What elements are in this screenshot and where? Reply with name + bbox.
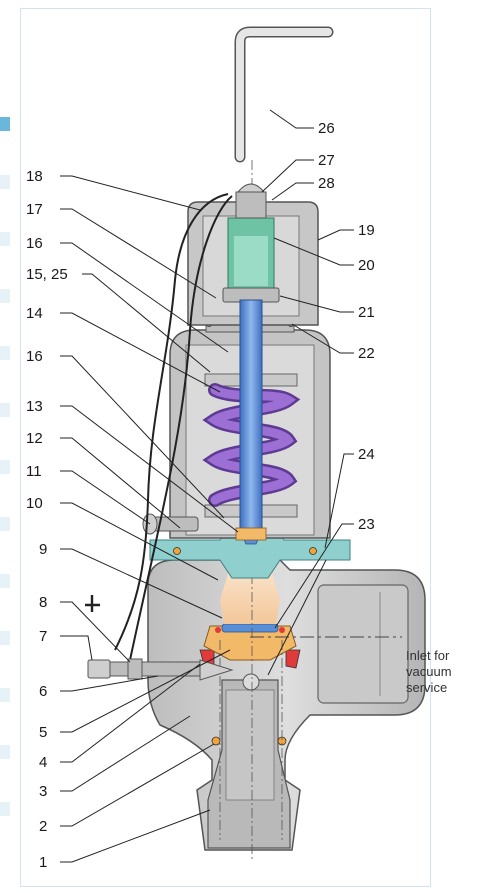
- label-26: 26: [318, 120, 335, 137]
- leader-lines-left: [60, 175, 239, 863]
- label-16b: 16: [26, 348, 43, 365]
- side-tab[interactable]: [0, 517, 10, 531]
- label-9: 9: [39, 541, 47, 558]
- side-tab[interactable]: [0, 232, 10, 246]
- side-tab[interactable]: [0, 403, 10, 417]
- label-13: 13: [26, 398, 43, 415]
- leader-lines-right: [261, 109, 354, 676]
- label-11: 11: [26, 463, 42, 480]
- label-10: 10: [26, 495, 43, 512]
- label-16: 16: [26, 235, 43, 252]
- label-5: 5: [39, 724, 47, 741]
- cap: [187, 183, 319, 326]
- label-6: 6: [39, 683, 47, 700]
- label-23: 23: [358, 516, 375, 533]
- inlet-label-line3: service: [406, 680, 447, 695]
- side-tab[interactable]: [0, 289, 10, 303]
- label-28: 28: [318, 175, 335, 192]
- side-tab[interactable]: [0, 460, 10, 474]
- hex-key: [234, 26, 334, 163]
- label-12: 12: [26, 430, 43, 447]
- side-tab-active[interactable]: [0, 117, 10, 131]
- inlet-label-line2: vacuum: [406, 664, 452, 679]
- label-18: 18: [26, 168, 43, 185]
- label-27: 27: [318, 152, 335, 169]
- label-14: 14: [26, 305, 43, 322]
- side-tab[interactable]: [0, 346, 10, 360]
- side-tab[interactable]: [0, 631, 10, 645]
- label-24: 24: [358, 446, 375, 463]
- label-19: 19: [358, 222, 375, 239]
- label-4: 4: [39, 754, 47, 771]
- lifting-screw: [142, 513, 199, 535]
- label-8: 8: [39, 594, 47, 611]
- label-21: 21: [358, 304, 375, 321]
- drain-plug: [87, 658, 234, 681]
- label-2: 2: [39, 818, 47, 835]
- label-1: 1: [39, 854, 47, 871]
- side-tab[interactable]: [0, 688, 10, 702]
- label-3: 3: [39, 783, 47, 800]
- inlet-label-line1: Inlet for: [406, 648, 450, 663]
- seal-wire: [85, 193, 233, 661]
- side-tab[interactable]: [0, 574, 10, 588]
- side-tab[interactable]: [0, 175, 10, 189]
- side-tab[interactable]: [0, 802, 10, 816]
- label-15-25: 15, 25: [26, 266, 68, 283]
- spindle: [235, 299, 267, 545]
- side-tab[interactable]: [0, 745, 10, 759]
- label-17: 17: [26, 201, 43, 218]
- label-7: 7: [39, 628, 47, 645]
- label-20: 20: [358, 257, 375, 274]
- label-22: 22: [358, 345, 375, 362]
